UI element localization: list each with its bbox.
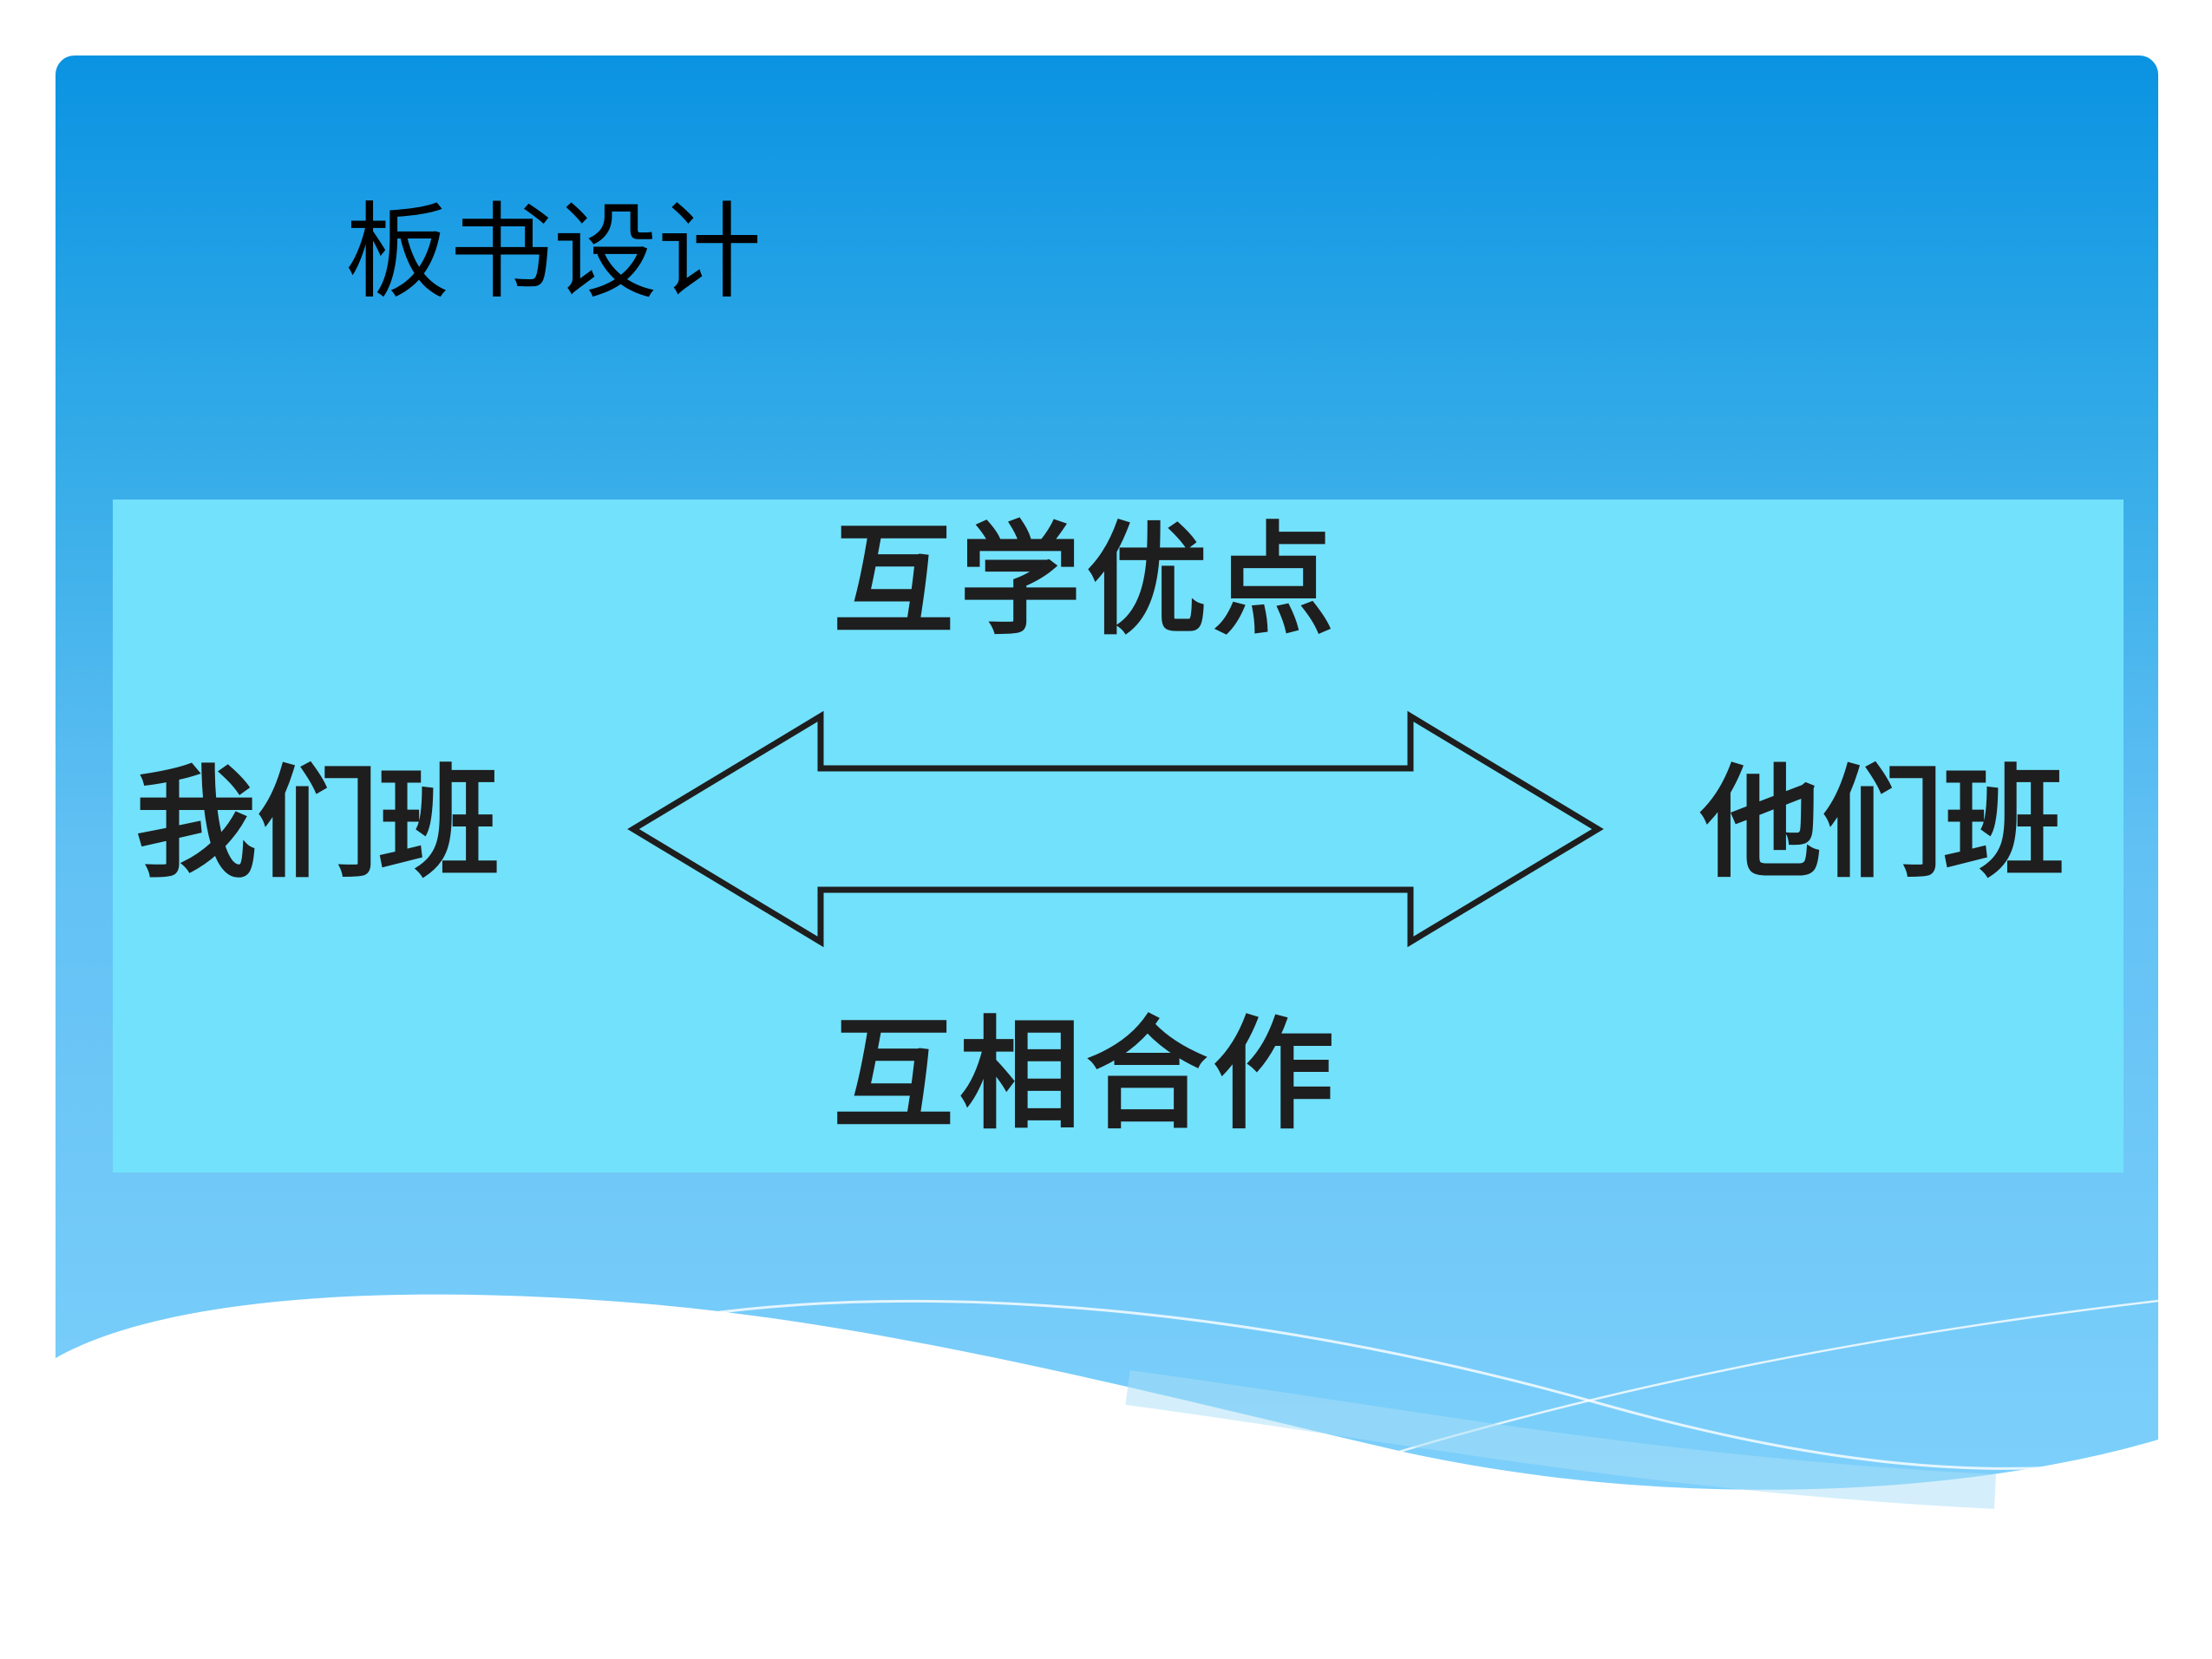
left-label: 我们班 [135,754,501,895]
double-arrow-icon [627,710,1604,948]
board-design-panel: 互学优点 互相合作 我们班 他们班 [113,500,2124,1172]
bottom-label: 互相合作 [833,1005,1340,1146]
top-label: 互学优点 [833,511,1340,652]
right-label: 他们班 [1700,754,2065,895]
slide-title: 板书设计 [345,193,762,313]
